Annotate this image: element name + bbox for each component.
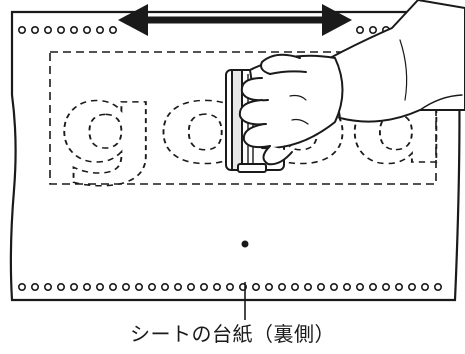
sprocket-hole: [226, 282, 235, 291]
sprocket-hole: [161, 282, 170, 291]
sprocket-hole: [355, 282, 364, 291]
sprocket-hole: [303, 282, 312, 291]
transfer-area: [49, 51, 437, 185]
sprocket-hole: [83, 282, 92, 291]
sprocket-hole: [56, 25, 65, 34]
sprocket-hole: [30, 282, 39, 291]
sprocket-hole: [342, 282, 351, 291]
sprocket-hole: [122, 282, 131, 291]
sprocket-hole: [252, 282, 261, 291]
sprocket-hole: [316, 282, 325, 291]
sprocket-hole: [109, 25, 118, 34]
sprocket-hole: [368, 282, 377, 291]
sprocket-hole: [70, 282, 79, 291]
sprocket-hole: [17, 25, 26, 34]
sprocket-hole: [407, 282, 416, 291]
sprocket-hole: [433, 282, 442, 291]
sprocket-hole: [109, 282, 118, 291]
double-headed-arrow-icon: [118, 4, 352, 36]
sprocket-hole: [329, 282, 338, 291]
sprocket-hole: [17, 282, 26, 291]
sprocket-hole: [174, 282, 183, 291]
sprocket-hole: [96, 25, 105, 34]
pointer-dot: [241, 240, 249, 248]
sprocket-hole: [381, 282, 390, 291]
sprocket-hole: [277, 282, 286, 291]
sprocket-hole: [135, 282, 144, 291]
backing-sheet-caption: シートの台紙（裏側）: [130, 322, 335, 346]
hand-rubbing-icon: [238, 0, 465, 166]
sprocket-hole: [368, 25, 377, 34]
sprocket-hole: [56, 282, 65, 291]
sprocket-hole: [83, 25, 92, 34]
sprocket-hole: [43, 25, 52, 34]
sprocket-hole: [420, 282, 429, 291]
sprocket-hole: [290, 282, 299, 291]
sprocket-hole: [239, 282, 248, 291]
sprocket-hole: [213, 282, 222, 291]
sprocket-hole: [30, 25, 39, 34]
sprocket-hole: [355, 25, 364, 34]
sprocket-hole: [148, 282, 157, 291]
sprocket-hole: [187, 282, 196, 291]
sprocket-hole: [96, 282, 105, 291]
sprocket-hole: [394, 282, 403, 291]
sprocket-hole: [43, 282, 52, 291]
sprocket-hole: [264, 282, 273, 291]
sprocket-hole: [70, 25, 79, 34]
bottom-sprocket-holes: [17, 282, 442, 291]
sprocket-hole: [200, 282, 209, 291]
